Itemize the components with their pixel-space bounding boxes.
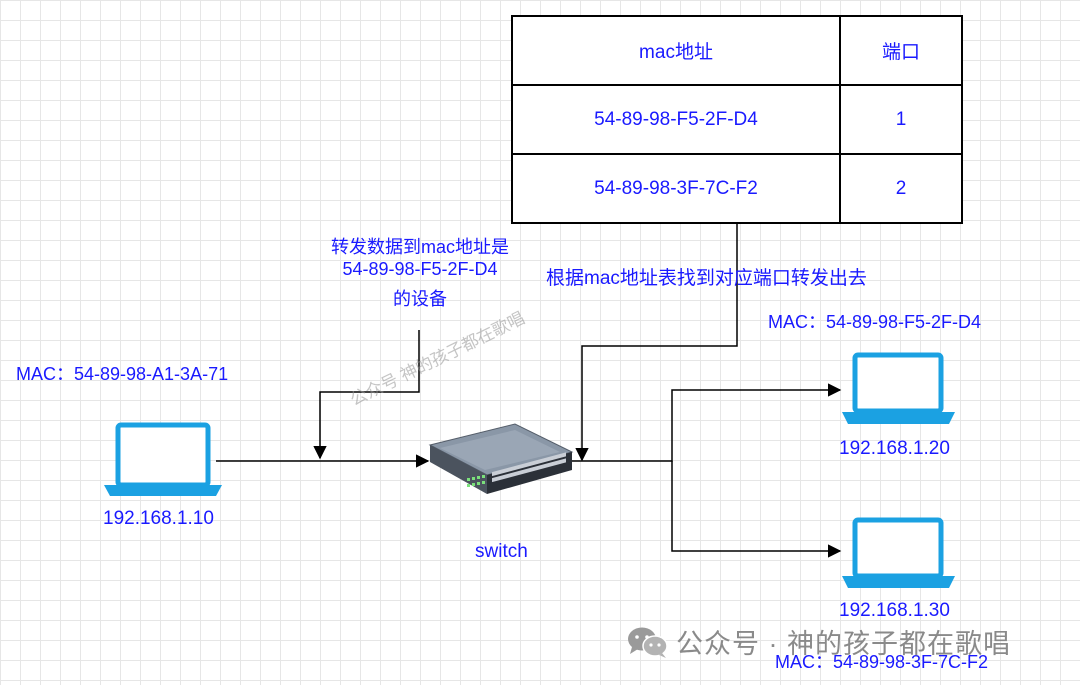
forward-note-line2: 54-89-98-F5-2F-D4	[342, 259, 498, 279]
host30-mac-label: MAC：54-89-98-3F-7C-F2	[775, 652, 989, 672]
forward-note-arrow	[313, 330, 420, 460]
switch-ports	[467, 475, 485, 487]
mac-table-cell-mac: 54-89-98-3F-7C-F2	[511, 153, 841, 224]
link-switch-to-host20	[572, 383, 842, 462]
table-lookup-arrow	[575, 224, 738, 462]
host30-ip-label: 192.168.1.30	[839, 600, 950, 621]
mac-table-cell-mac: 54-89-98-F5-2F-D4	[511, 84, 841, 155]
bottom-watermark: 公众号 · 神的孩子都在歌唱	[626, 622, 1011, 661]
mac-table-header-port: 端口	[839, 15, 963, 86]
table-row: 54-89-98-F5-2F-D4 1	[511, 84, 963, 155]
forward-note-line3: 的设备	[393, 289, 447, 309]
mac-table-cell-port: 2	[839, 153, 963, 224]
watermark-text: 公众号 · 神的孩子都在歌唱	[676, 629, 1011, 659]
link-switch-to-host30	[671, 461, 842, 558]
mac-table-header-row: mac地址 端口	[511, 15, 963, 86]
host30-laptop-icon	[842, 517, 955, 588]
table-row: 54-89-98-3F-7C-F2 2	[511, 153, 963, 224]
switch-label: switch	[475, 541, 528, 562]
switch-icon	[428, 423, 574, 494]
host20-laptop-icon	[842, 352, 955, 424]
sender-ip-label: 192.168.1.10	[103, 508, 214, 529]
host20-mac-label: MAC：54-89-98-F5-2F-D4	[768, 312, 982, 332]
mac-table-header-mac: mac地址	[511, 15, 841, 86]
mac-address-table: mac地址 端口 54-89-98-F5-2F-D4 1 54-89-98-3F…	[511, 15, 963, 224]
sender-laptop-icon	[104, 422, 222, 496]
lookup-note: 根据mac地址表找到对应端口转发出去	[546, 268, 867, 289]
host20-ip-label: 192.168.1.20	[839, 438, 950, 459]
mac-table-cell-port: 1	[839, 84, 963, 155]
forward-note-line1: 转发数据到mac地址是	[330, 237, 509, 257]
wechat-icon	[628, 627, 668, 658]
sender-mac-label: MAC：54-89-98-A1-3A-71	[16, 364, 229, 384]
